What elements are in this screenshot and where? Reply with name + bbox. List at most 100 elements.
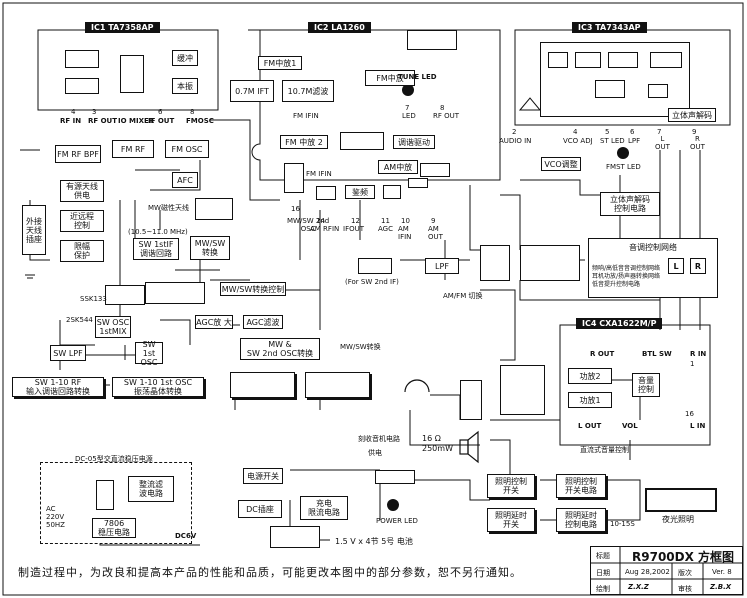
charge-block: 充电 限流电路 (300, 496, 348, 520)
stereo-decode-block: 立体声解码 (668, 108, 716, 122)
ic3-sub-a (548, 52, 568, 68)
tone-network-title: 音调控制网络 (629, 243, 677, 252)
ic2-mid-block (340, 132, 384, 150)
st-led-label: ST LED (600, 137, 625, 145)
pin-6-label: 6 (158, 108, 163, 116)
dc-jack-block: DC插座 (238, 500, 282, 518)
dc6v-label: DC6V (175, 532, 197, 540)
amfm-switch-label: AM/FM 切换 (443, 292, 483, 300)
ic2-led-pin-label: LED (402, 112, 416, 120)
pin-10-label: 10 (401, 217, 410, 225)
l-out-label: L OUT (655, 135, 670, 151)
sw-osc-mix-block: SW OSC 1stMIX (95, 316, 131, 338)
pin-8-label: 8 (190, 108, 195, 116)
vco-adj-label: VCO ADJ (563, 137, 593, 145)
reviewer-value: Z.B.X (710, 583, 732, 591)
vco-adjust-block: VCO调整 (541, 157, 581, 171)
r-out-pin-label: R OUT (690, 135, 705, 151)
drawer-value: Z.X.Z (628, 583, 649, 591)
ic2-rf-out-label: RF OUT (433, 112, 460, 120)
notice-text: 制造过程中，为改良和提高本产品的性能和品质，可能更改本图中的部分参数，恕不另行通… (18, 566, 522, 579)
tune-led-icon (402, 84, 414, 96)
dc-vol-label: 直流式音量控制 (580, 446, 629, 454)
for-sw-label: (For SW 2nd IF) (345, 278, 399, 286)
btl-sw-label: BTL SW (642, 350, 672, 358)
mw-sw-switch-label: MW/SW转换 (340, 343, 381, 351)
pin-6b-label: 6 (630, 128, 635, 136)
ic1-mixer (120, 55, 144, 93)
ic3-sub-d (650, 52, 682, 68)
ic2-small-block-2 (383, 185, 401, 199)
pin-9-label: 9 (431, 217, 436, 225)
pin-16-ic4-label: 16 (685, 410, 694, 418)
local-osc-block: 本振 (172, 78, 198, 94)
ic1-label: IC1 TA7358AP (85, 22, 160, 33)
switch-block (480, 245, 510, 281)
speaker-icon (459, 439, 469, 455)
pin-rf-out-label: RF OUT (88, 117, 118, 125)
night-light-frame (645, 488, 717, 512)
filter-sw-2nd-block (358, 258, 392, 274)
ac-input-label: AC 220V 50HZ (46, 505, 65, 529)
2sk544-label: 2SK544 (66, 316, 93, 324)
mix-block (145, 282, 205, 304)
pin-8b-label: 8 (440, 104, 445, 112)
title-value: R9700DX 方框图 (632, 550, 735, 564)
agc-label: AGC (378, 225, 393, 233)
ic1-block-b (65, 78, 99, 94)
tone-r-channel: R (690, 258, 706, 274)
ic2-tiny-block (408, 178, 428, 188)
audio-in-triangle-icon (518, 97, 542, 111)
l-out2-label: L OUT (578, 422, 602, 430)
fm-osc-block: FM OSC (165, 140, 209, 158)
ic2-frame (248, 29, 501, 181)
fm-ifin2-label: FM IFIN (306, 170, 332, 178)
ic2-top-block (407, 30, 457, 50)
rectifier-block: 整流滤 波电路 (128, 476, 174, 502)
fm-if2-block: FM 中放 2 (280, 135, 328, 149)
cassette-label: 刻收音机电路 (358, 435, 400, 443)
mw-sw-switch-block: MW/SW 转换 (190, 236, 230, 260)
pin-4-label: 4 (71, 108, 76, 116)
power-amp-1-block: 功放1 (568, 392, 612, 408)
ic3-sub-b (575, 52, 601, 68)
ssk133-label: SSK133 (80, 295, 107, 303)
agc-filter-block: AGC滤波 (243, 315, 283, 329)
pin-7b-label: 7 (405, 104, 410, 112)
am-out-label: AM OUT (428, 225, 443, 241)
pin-1-label: 1 (690, 360, 695, 368)
version-value: Ver. 8 (712, 568, 732, 576)
pin-7c-label: 7 (657, 128, 662, 136)
night-light-label: 夜光照明 (662, 515, 694, 524)
headphone-icon (404, 379, 430, 393)
power-amp-2-block: 功放2 (568, 368, 612, 384)
fm-if1-block: FM中放1 (258, 56, 302, 70)
vol-label: VOL (622, 422, 638, 430)
ic3-label: IC3 TA7343AP (572, 22, 647, 33)
sw-1st-osc-block: SW 1st OSC (135, 340, 163, 367)
fmst-led-label: FMST LED (606, 163, 641, 171)
volume-ctrl-block: 音量 控制 (632, 373, 660, 397)
mw-sw-ctrl-block: MW/SW转换控制 (220, 282, 286, 296)
r-in-label: R IN (690, 350, 707, 358)
power-switch-block: 电源开关 (243, 468, 283, 484)
speaker-spec-label: 16 Ω 250mW (422, 434, 453, 453)
pin-9c-label: 9 (692, 128, 697, 136)
pin-rf-in-label: RF IN (60, 117, 82, 125)
power-dist-block (375, 470, 415, 484)
ten-fifteen-label: 10-15S (610, 520, 635, 528)
title-label: 标题 (596, 552, 610, 560)
fm-ifin-label: FM IFIN (293, 112, 319, 120)
l-in-label: L IN (690, 422, 706, 430)
switch-block-b (305, 372, 370, 398)
transformer-block (96, 480, 114, 510)
ext-antenna-jack: 外接 天线 插座 (22, 205, 46, 255)
active-antenna-block: 有源天线 供电 (60, 180, 104, 202)
pin-14-label: 14 (316, 217, 325, 225)
jack-block (460, 380, 482, 420)
drawer-label: 绘制 (596, 585, 610, 593)
psu-title-label: DC-05型交直流稳压电源 (75, 455, 153, 463)
power-led-label: POWER LED (376, 517, 418, 525)
lpf-pin-label: LPF (628, 137, 641, 145)
